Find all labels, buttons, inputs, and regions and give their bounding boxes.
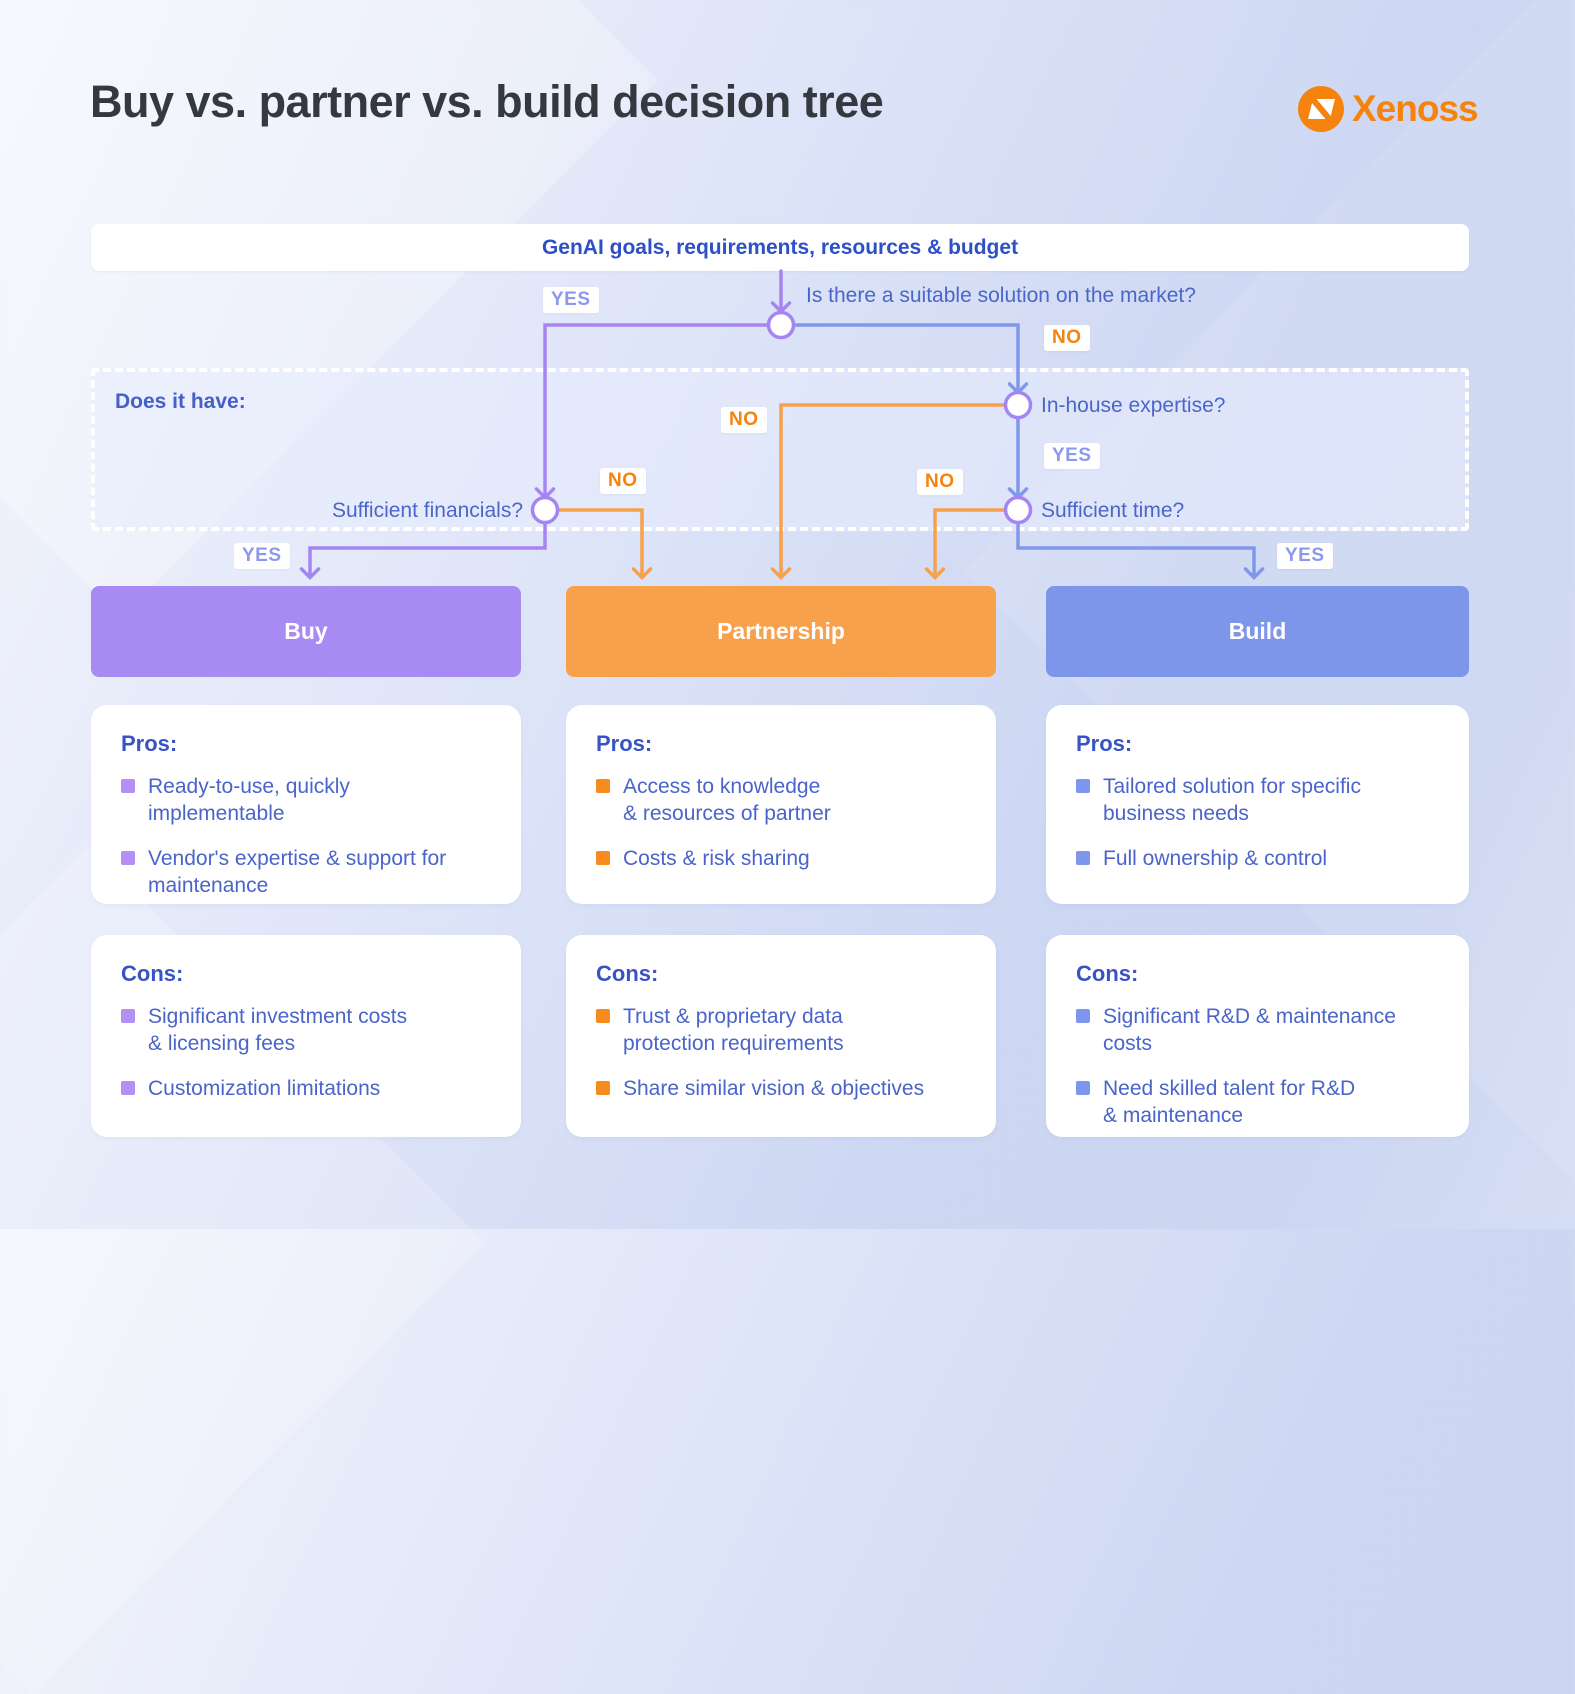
- square-bullet-icon: [596, 779, 610, 793]
- goals-banner: GenAI goals, requirements, resources & b…: [91, 224, 1469, 271]
- buy-cons-heading: Cons:: [121, 961, 184, 986]
- question-market: Is there a suitable solution on the mark…: [806, 284, 1196, 307]
- list-item: Customization limitations: [121, 1075, 491, 1102]
- list-item: Significant R&D & maintenance costs: [1076, 1003, 1439, 1058]
- partnership-cons-card: Cons: Trust & proprietary data protectio…: [566, 935, 996, 1137]
- build-pro-2: Full ownership & control: [1103, 846, 1328, 870]
- edge-label-yes-financials: YES: [234, 543, 290, 569]
- partnership-pros-heading: Pros:: [596, 731, 653, 756]
- xenoss-logo: Xenoss: [1297, 84, 1479, 134]
- node-time: [1003, 495, 1033, 525]
- buy-pros-heading: Pros:: [121, 731, 178, 756]
- partnership-pro-1: Access to knowledge & resources of partn…: [623, 775, 831, 826]
- square-bullet-icon: [1076, 850, 1090, 865]
- list-item: Costs & risk sharing: [596, 845, 966, 872]
- buy-con-2: Customization limitations: [148, 1076, 381, 1100]
- list-item: Ready-to-use, quickly implementable: [121, 773, 491, 828]
- outcome-box-build: Build: [1046, 586, 1469, 677]
- build-pros-card: Pros: Tailored solution for specific bus…: [1046, 705, 1469, 904]
- square-bullet-icon: [596, 1009, 610, 1023]
- buy-cons-card: Cons: Significant investment costs & lic…: [91, 935, 521, 1137]
- outcome-label-build: Build: [1228, 618, 1287, 644]
- edge-label-no-market: NO: [1044, 325, 1090, 351]
- question-time: Sufficient time?: [1041, 499, 1185, 522]
- edge-label-yes-market: YES: [543, 287, 599, 313]
- buy-pro-1: Ready-to-use, quickly implementable: [148, 775, 350, 826]
- buy-pros-card: Pros: Ready-to-use, quickly implementabl…: [91, 705, 521, 904]
- partnership-con-1: Trust & proprietary data protection requ…: [623, 1005, 844, 1056]
- list-item: Share similar vision & objectives: [596, 1075, 966, 1102]
- build-con-2: Need skilled talent for R&D & maintenanc…: [1103, 1076, 1356, 1127]
- page-title: Buy vs. partner vs. build decision tree: [90, 76, 884, 127]
- node-expertise: [1003, 390, 1033, 420]
- list-item: Need skilled talent for R&D & maintenanc…: [1076, 1075, 1439, 1130]
- outcome-box-buy: Buy: [91, 586, 521, 677]
- build-cons-heading: Cons:: [1076, 961, 1139, 986]
- square-bullet-icon: [1076, 779, 1090, 793]
- edge-label-no-expertise: NO: [721, 407, 767, 433]
- square-bullet-icon: [121, 1080, 135, 1095]
- node-market: [766, 310, 796, 340]
- build-cons-card: Cons: Significant R&D & maintenance cost…: [1046, 935, 1469, 1137]
- list-item: Significant investment costs & licensing…: [121, 1003, 491, 1058]
- list-item: Access to knowledge & resources of partn…: [596, 773, 966, 828]
- buy-con-1: Significant investment costs & licensing…: [148, 1005, 408, 1056]
- edge-label-no-time: NO: [917, 469, 963, 495]
- edge-label-yes-time: YES: [1277, 543, 1333, 569]
- list-item: Full ownership & control: [1076, 845, 1439, 872]
- list-item: Vendor's expertise & support for mainten…: [121, 845, 491, 900]
- square-bullet-icon: [121, 1009, 135, 1023]
- xenoss-logo-text: Xenoss: [1352, 88, 1479, 129]
- square-bullet-icon: [1076, 1009, 1090, 1023]
- question-expertise: In-house expertise?: [1041, 394, 1226, 417]
- xenoss-logo-icon: [1298, 86, 1344, 132]
- build-pros-heading: Pros:: [1076, 731, 1133, 756]
- build-pro-1: Tailored solution for specific business …: [1103, 775, 1361, 826]
- outcome-label-buy: Buy: [284, 618, 328, 644]
- build-con-1: Significant R&D & maintenance costs: [1103, 1005, 1396, 1056]
- question-financials: Sufficient financials?: [331, 499, 523, 522]
- outcome-box-partnership: Partnership: [566, 586, 996, 677]
- goals-banner-text: GenAI goals, requirements, resources & b…: [541, 235, 1019, 259]
- node-financials: [530, 495, 560, 525]
- partnership-pros-card: Pros: Access to knowledge & resources of…: [566, 705, 996, 904]
- buy-pro-2: Vendor's expertise & support for mainten…: [148, 846, 447, 897]
- square-bullet-icon: [1076, 1080, 1090, 1095]
- square-bullet-icon: [596, 1080, 610, 1095]
- square-bullet-icon: [596, 850, 610, 865]
- decision-tree-connectors: [299, 269, 1265, 580]
- partnership-pro-2: Costs & risk sharing: [623, 846, 810, 870]
- edge-label-yes-expertise: YES: [1044, 443, 1100, 469]
- list-item: Trust & proprietary data protection requ…: [596, 1003, 966, 1058]
- square-bullet-icon: [121, 779, 135, 793]
- dashed-box-label: Does it have:: [115, 390, 246, 413]
- edge-label-no-financials: NO: [600, 468, 646, 494]
- list-item: Tailored solution for specific business …: [1076, 773, 1439, 828]
- outcome-label-partnership: Partnership: [717, 618, 845, 644]
- partnership-con-2: Share similar vision & objectives: [623, 1076, 925, 1100]
- square-bullet-icon: [121, 850, 135, 865]
- partnership-cons-heading: Cons:: [596, 961, 659, 986]
